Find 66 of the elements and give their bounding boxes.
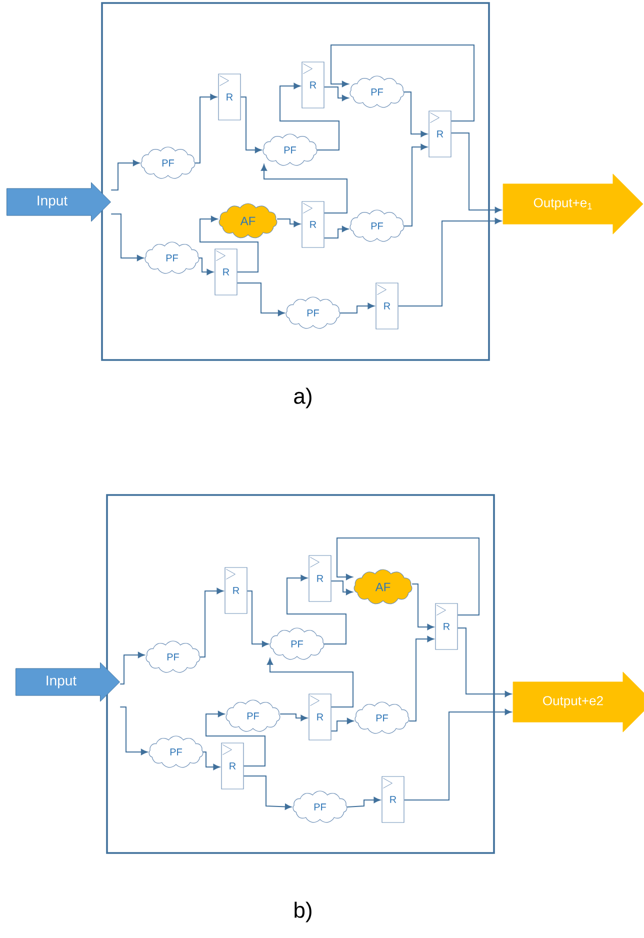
arrow [457, 628, 512, 698]
arrow [206, 710, 266, 766]
cloud-node: PF [270, 628, 324, 660]
arrow [246, 590, 269, 648]
arrow [330, 44, 474, 122]
register-box: R [376, 282, 398, 330]
register-box: R [302, 201, 324, 248]
arrow [110, 160, 140, 190]
arrow [194, 94, 217, 164]
cloud-node: PF [350, 76, 404, 108]
register-box: R [382, 776, 404, 823]
arrow [110, 214, 144, 262]
arrow [340, 302, 374, 314]
cloud-node: AF [218, 203, 278, 238]
arrow [286, 574, 346, 644]
arrow [324, 226, 349, 238]
cloud-node: PF [140, 146, 196, 179]
arrow [276, 218, 300, 228]
cloud-node: PF [286, 296, 340, 329]
arrow [346, 796, 380, 808]
arrow [243, 776, 292, 810]
panel-caption: a) [294, 388, 312, 408]
arrow [236, 282, 285, 316]
cloud-node: PF [354, 702, 410, 734]
arrow [266, 658, 354, 708]
register-box: R [308, 555, 332, 602]
arrow [404, 708, 512, 800]
cloud-node: PF [226, 700, 280, 732]
register-box: R [214, 248, 238, 296]
register-box: R [308, 694, 332, 740]
arrow [412, 584, 434, 630]
arrow [198, 258, 214, 276]
arrow [240, 96, 262, 154]
arrow [330, 580, 353, 596]
cloud-node: AF [354, 569, 412, 604]
panel-caption: b) [294, 902, 312, 922]
register-box: R [224, 567, 248, 614]
arrow [450, 132, 502, 214]
arrow [260, 164, 348, 214]
arrow [404, 144, 428, 226]
register-box: R [302, 62, 324, 108]
arrow [336, 538, 480, 616]
arrow [120, 652, 145, 684]
cloud-node: PF [144, 242, 200, 274]
register-box: R [435, 603, 458, 650]
register-box: R [218, 74, 241, 120]
arrow [200, 588, 224, 658]
arrow [280, 714, 308, 722]
arrow [408, 636, 434, 722]
arrow [200, 216, 258, 272]
frame-box [106, 494, 495, 854]
cloud-node: PF [262, 134, 318, 166]
arrow [120, 706, 148, 756]
frame-box [101, 2, 490, 361]
cloud-node: PF [148, 736, 204, 768]
arrow [330, 718, 354, 732]
arrow [404, 92, 428, 138]
cloud-node: PF [350, 210, 404, 242]
arrow [324, 86, 349, 102]
cloud-node: PF [292, 790, 348, 823]
arrow [398, 218, 502, 306]
arrow [202, 752, 220, 770]
register-box: R [428, 110, 452, 158]
register-box: R [221, 742, 244, 790]
cloud-node: PF [146, 640, 200, 673]
arrow [280, 82, 340, 150]
